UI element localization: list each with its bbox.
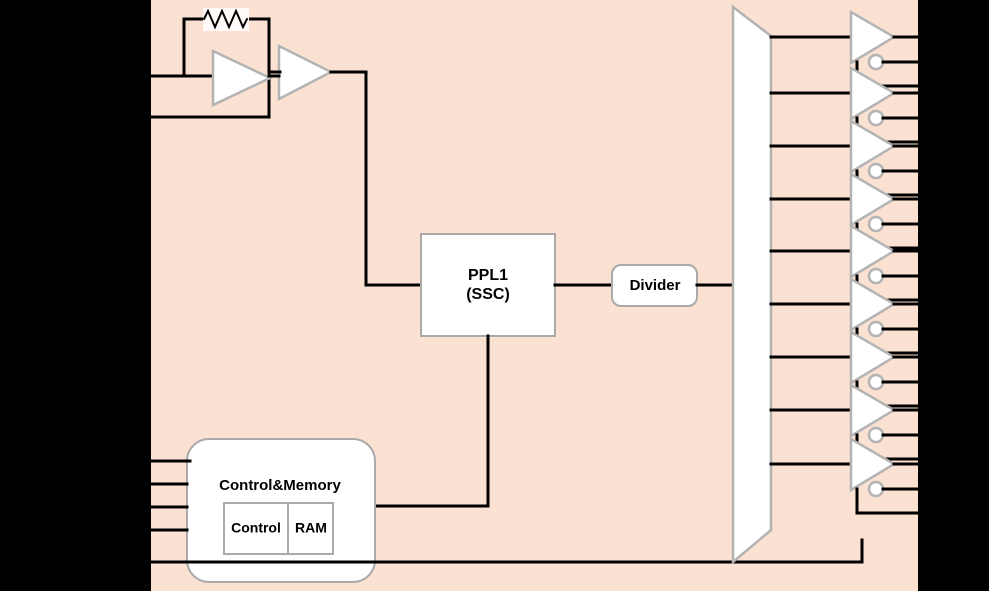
pll-label-line1: PPL1: [468, 267, 508, 284]
output-buffer-triangle-6[interactable]: [849, 276, 897, 333]
divider-label: Divider: [630, 277, 681, 294]
wire-xtal-out: [149, 74, 271, 119]
wire-buffer-9-outn-drop: [855, 487, 920, 515]
output-channel-3: [769, 118, 920, 197]
wire-feedback-right: [245, 17, 271, 78]
resistor-symbol-group: [203, 8, 249, 31]
resistor-icon: [203, 8, 248, 30]
output-buffer-triangle-7[interactable]: [849, 329, 897, 386]
output-channel-1: [769, 9, 920, 88]
output-buffer-triangle-2[interactable]: [849, 65, 897, 122]
pll-block[interactable]: [420, 233, 556, 337]
output-buffer-triangle-4[interactable]: [849, 171, 897, 228]
output-channel-2: [769, 65, 920, 144]
output-inverting-bubble-5: [867, 267, 885, 285]
output-channel-7: [769, 329, 920, 408]
output-buffer-triangle-3[interactable]: [849, 118, 897, 175]
wire-osc-to-pll: [329, 70, 423, 287]
output-inverting-bubble-3: [867, 162, 885, 180]
output-channel-5: [769, 223, 920, 302]
crystal-input-wires: [149, 17, 271, 119]
output-inverting-bubble-2: [867, 109, 885, 127]
output-inverting-bubble-9: [867, 480, 885, 498]
output-buffer-triangle-9[interactable]: [849, 436, 897, 493]
control-sub-block[interactable]: [223, 502, 289, 555]
clock-fanout-mux[interactable]: [731, 4, 773, 565]
ram-sub-block[interactable]: [287, 502, 334, 555]
wire-feedback-left: [182, 17, 207, 78]
ram-sub-label: RAM: [295, 520, 327, 536]
output-buffer-triangle-8[interactable]: [849, 382, 897, 439]
wire-pll-to-control: [373, 334, 490, 508]
control-memory-label: Control&Memory: [219, 477, 341, 494]
output-inverting-bubble-8: [867, 426, 885, 444]
output-inverting-bubble-7: [867, 373, 885, 391]
output-buffer-triangle-5[interactable]: [849, 223, 897, 280]
output-inverting-bubble-1: [867, 53, 885, 71]
pll-label-line2: (SSC): [466, 286, 510, 303]
output-buffer-triangle-1[interactable]: [849, 9, 897, 66]
control-sub-label: Control: [231, 520, 281, 536]
amplifier-triangle-1: [211, 49, 273, 107]
output-channel-9: [769, 436, 920, 515]
output-inverting-bubble-6: [867, 320, 885, 338]
output-inverting-bubble-4: [867, 215, 885, 233]
